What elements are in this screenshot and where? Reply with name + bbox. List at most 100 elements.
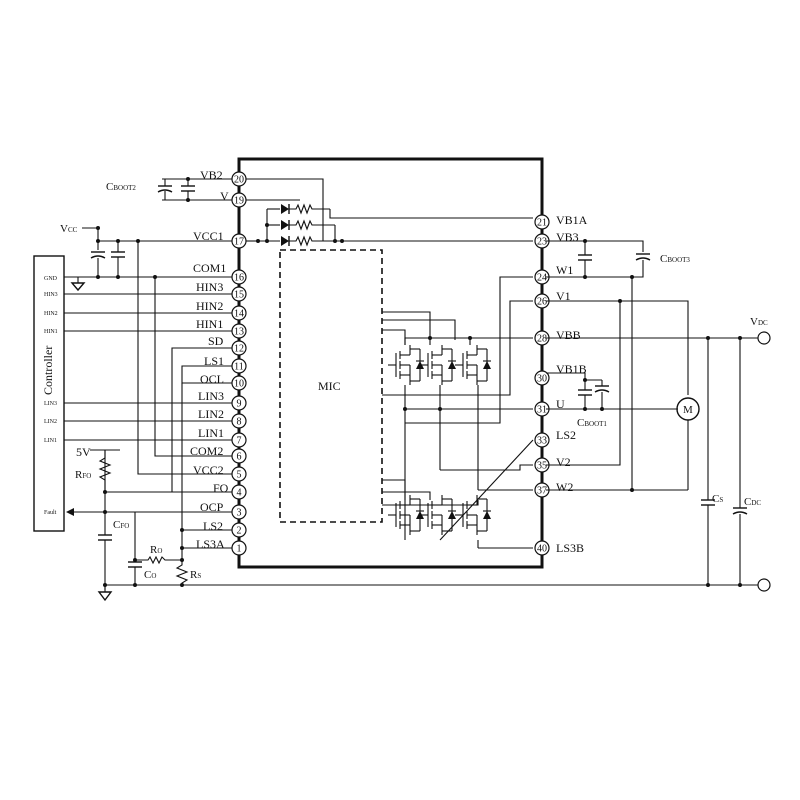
pin-u-number: 31 bbox=[537, 405, 547, 416]
pin-v-number: 19 bbox=[234, 196, 244, 207]
pin-label-vb1b: VB1B bbox=[556, 362, 587, 376]
pin-label-vb1a: VB1A bbox=[556, 213, 588, 227]
pin-vb1a-number: 21 bbox=[537, 218, 547, 229]
pin-vb2-number: 20 bbox=[234, 175, 244, 186]
pin-vb1b-number: 30 bbox=[537, 374, 547, 385]
rfo-label: RFO bbox=[75, 469, 91, 481]
controller-pin-fault: Fault bbox=[44, 510, 57, 516]
pin-label-w2: W2 bbox=[556, 480, 573, 494]
pin-label-lin3: LIN3 bbox=[198, 389, 224, 403]
vdc-positive-terminal bbox=[757, 331, 771, 345]
pin-label-u: U bbox=[556, 397, 565, 411]
pin-lin2-number: 8 bbox=[237, 417, 242, 428]
pin-label-fo: FO bbox=[213, 481, 229, 495]
pin-label-com1: COM1 bbox=[193, 261, 226, 275]
pin-lin3-circle bbox=[231, 395, 247, 411]
pin-label-ls3b: LS3B bbox=[556, 541, 584, 555]
pin-hin2-circle bbox=[231, 305, 247, 321]
pin-lin1-number: 7 bbox=[237, 436, 242, 447]
pin-ls3b-number: 40 bbox=[537, 544, 547, 555]
cdc-label: CDC bbox=[744, 496, 761, 508]
pin-label-v1: V1 bbox=[556, 289, 571, 303]
pin-label-lin2: LIN2 bbox=[198, 407, 224, 421]
pin-vb3-number: 23 bbox=[537, 237, 547, 248]
pin-ls3a-number: 1 bbox=[237, 544, 242, 555]
pin-label-ls1: LS1 bbox=[204, 354, 224, 368]
cfo-label: CFO bbox=[113, 519, 129, 531]
controller-pin-lin1: LIN1 bbox=[44, 438, 57, 444]
vcc-label: VCC bbox=[60, 223, 78, 235]
right-pin-labels: VB1A VB3 W1 V1 VBB VB1B U LS2 V2 W2 LS3B bbox=[556, 213, 588, 555]
mosfet-low-side-u bbox=[388, 495, 424, 535]
ro-label: RO bbox=[150, 544, 162, 556]
pin-hin2-number: 14 bbox=[234, 309, 244, 320]
controller-pin-gnd: GND bbox=[44, 276, 58, 282]
pin-label-v: V bbox=[220, 189, 229, 203]
pin-ls3b-circle bbox=[534, 540, 550, 556]
pin-vb1b-circle bbox=[534, 370, 550, 386]
controller-pin-hin1: HIN1 bbox=[44, 329, 58, 335]
pin-com2-number: 6 bbox=[237, 452, 242, 463]
bootstrap-diodes bbox=[246, 178, 533, 247]
pin-label-ls3a: LS3A bbox=[196, 537, 225, 551]
pin-ls1-number: 11 bbox=[234, 362, 244, 373]
pin-ls2-number: 2 bbox=[237, 526, 242, 537]
cboot3-label: CBOOT3 bbox=[660, 253, 690, 265]
vdc-negative-terminal bbox=[757, 578, 771, 592]
pin-hin1-number: 13 bbox=[234, 327, 244, 338]
pin-lin1-circle bbox=[231, 432, 247, 448]
mosfet-high-side-v bbox=[420, 345, 456, 385]
pin-ocl-number: 10 bbox=[234, 379, 244, 390]
pin-lin3-number: 9 bbox=[237, 399, 242, 410]
pin-label-sd: SD bbox=[208, 334, 224, 348]
pin-fo-number: 4 bbox=[237, 488, 242, 499]
controller-title: Controller bbox=[41, 346, 55, 395]
pin-ls2-circle bbox=[534, 432, 550, 448]
controller-pin-labels: GND HIN3 HIN2 HIN1 LIN3 LIN2 LIN1 Fault bbox=[44, 276, 58, 516]
pin-hin3-circle bbox=[231, 286, 247, 302]
pin-label-vb2: VB2 bbox=[200, 168, 223, 182]
controller-block bbox=[33, 255, 65, 532]
pin-label-ls2-left: LS2 bbox=[203, 519, 223, 533]
mic-label: MIC bbox=[318, 379, 341, 393]
pin-hin3-number: 15 bbox=[234, 290, 244, 301]
pin-label-vcc2: VCC2 bbox=[193, 463, 224, 477]
controller-pin-hin3: HIN3 bbox=[44, 292, 58, 298]
pin-vcc1-number: 17 bbox=[234, 237, 244, 248]
pin-v2-number: 35 bbox=[537, 461, 547, 472]
pin-label-w1: W1 bbox=[556, 263, 573, 277]
pin-ocp-number: 3 bbox=[237, 508, 242, 519]
pin-vb1a-circle bbox=[534, 214, 550, 230]
mosfet-high-side-u bbox=[388, 345, 424, 385]
mosfet-low-side-w bbox=[455, 495, 491, 535]
pin-vbb-number: 28 bbox=[537, 334, 547, 345]
five-volt-label: 5V bbox=[76, 445, 91, 459]
pin-lin2-circle bbox=[231, 413, 247, 429]
controller-pin-lin2: LIN2 bbox=[44, 419, 57, 425]
pin-ls2-number: 33 bbox=[537, 436, 547, 447]
component-labels: CBOOT2 VCC CBOOT3 CBOOT1 VDC 5V RFO CFO … bbox=[60, 181, 768, 581]
pin-label-com2: COM2 bbox=[190, 444, 223, 458]
co-label: CO bbox=[144, 569, 156, 581]
right-external-wiring: M bbox=[546, 239, 771, 592]
pin-label-vb3: VB3 bbox=[556, 230, 579, 244]
ic-package-outline bbox=[237, 157, 544, 569]
rs-label: RS bbox=[190, 569, 201, 581]
pin-label-ls2-right: LS2 bbox=[556, 428, 576, 442]
pin-v1-number: 26 bbox=[537, 297, 547, 308]
pin-label-vbb: VBB bbox=[556, 328, 581, 342]
vdc-label: VDC bbox=[750, 316, 768, 328]
pin-label-hin3: HIN3 bbox=[196, 280, 223, 294]
pin-com1-number: 16 bbox=[234, 273, 244, 284]
pin-sd-number: 12 bbox=[234, 344, 244, 355]
motor-label: M bbox=[683, 404, 693, 416]
bridge-wiring bbox=[382, 276, 534, 549]
cboot2-label: CBOOT2 bbox=[106, 181, 136, 193]
pin-hin1-circle bbox=[231, 323, 247, 339]
controller-pin-hin2: HIN2 bbox=[44, 311, 58, 317]
pin-w1-number: 24 bbox=[537, 273, 547, 284]
pin-label-lin1: LIN1 bbox=[198, 426, 224, 440]
pin-label-v2: V2 bbox=[556, 455, 571, 469]
